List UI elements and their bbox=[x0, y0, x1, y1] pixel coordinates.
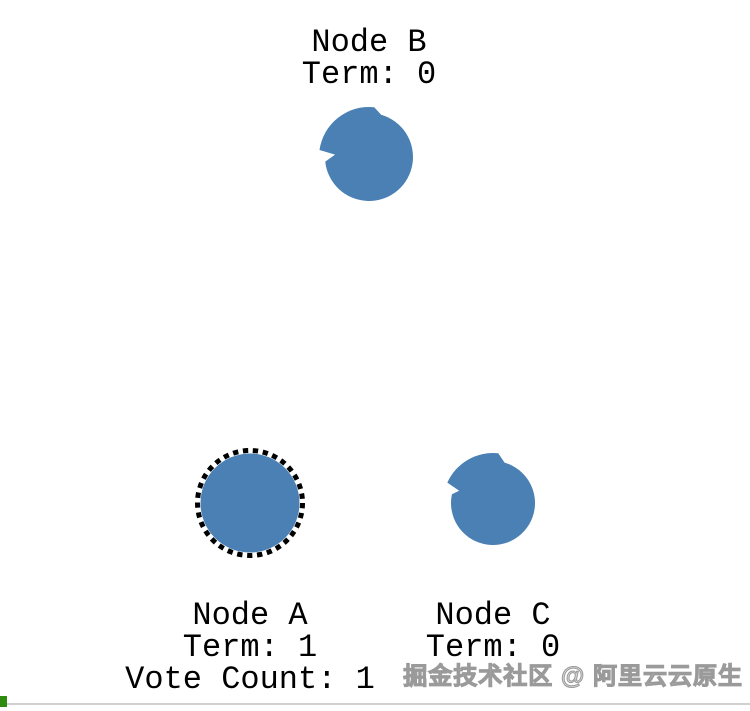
node-a-dotted-ring bbox=[195, 448, 305, 558]
progress-marker bbox=[0, 696, 7, 707]
node-c-timer-icon bbox=[447, 452, 536, 546]
node-c-title: Node C bbox=[435, 597, 551, 634]
node-c-term: Term: 0 bbox=[425, 629, 561, 666]
node-b-term: Term: 0 bbox=[301, 56, 437, 93]
bottom-divider-line bbox=[0, 703, 750, 705]
node-a-candidate-icon bbox=[195, 448, 305, 558]
node-b-timer-icon bbox=[319, 106, 413, 202]
node-a-term: Term: 1 bbox=[182, 629, 318, 666]
watermark-text: 掘金技术社区 @ 阿里云云原生 bbox=[403, 663, 743, 691]
node-a-title: Node A bbox=[192, 597, 308, 634]
node-a-vote-count: Vote Count: 1 bbox=[125, 661, 375, 698]
node-b-title: Node B bbox=[311, 24, 427, 61]
